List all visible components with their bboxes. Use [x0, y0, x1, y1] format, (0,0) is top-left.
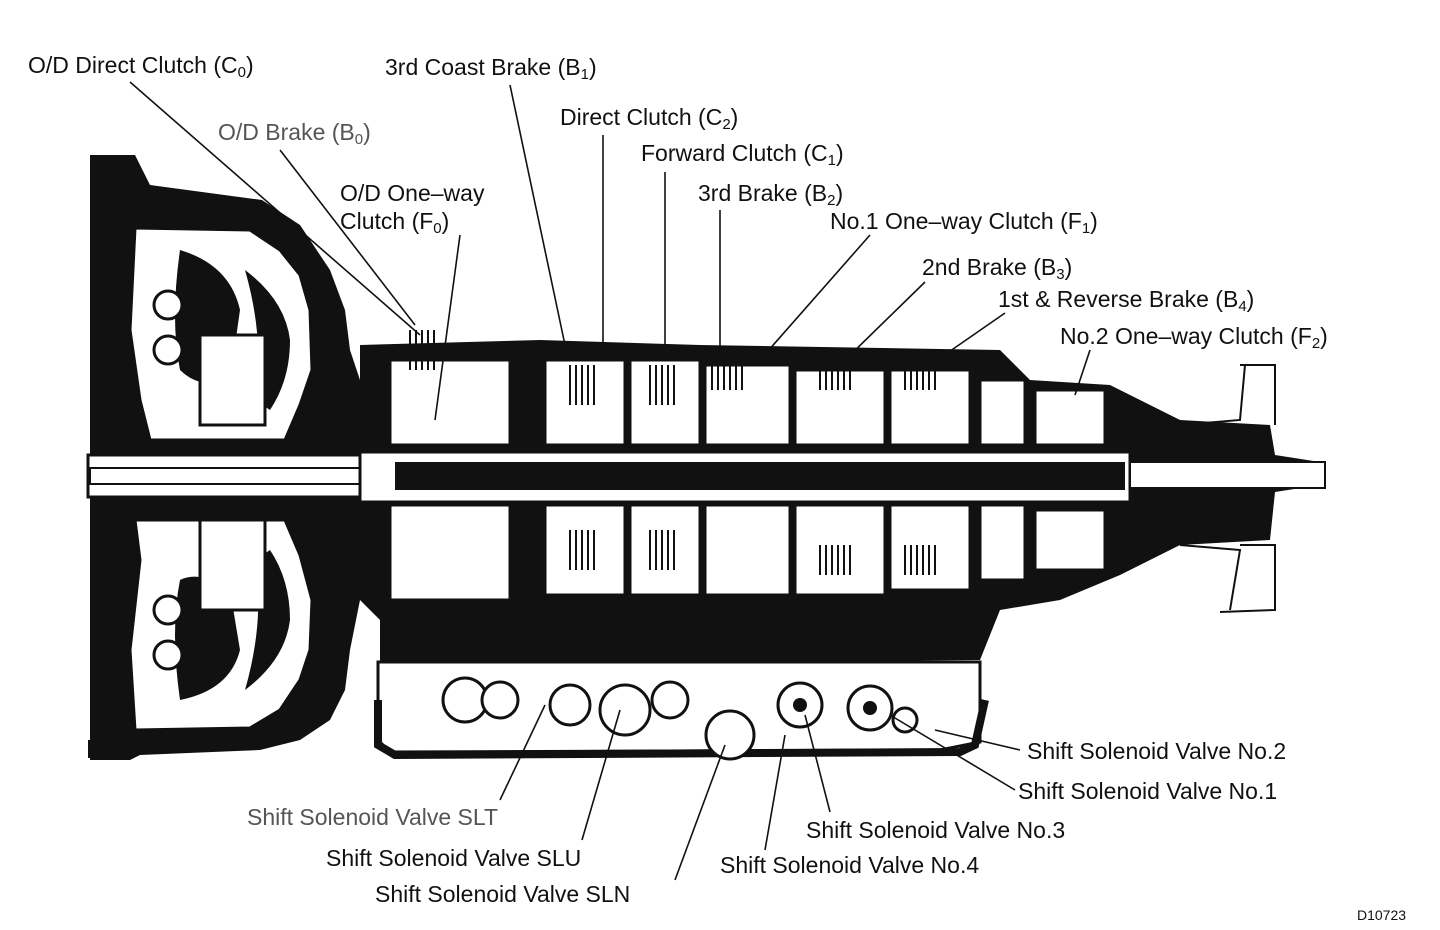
label-no2-one-way-clutch: No.2 One–way Clutch (F2): [1060, 323, 1328, 352]
label-1st-reverse-brake: 1st & Reverse Brake (B4): [998, 286, 1255, 315]
main-shaft: [86, 450, 1326, 504]
label-shift-solenoid-slu: Shift Solenoid Valve SLU: [326, 845, 582, 871]
label-od-brake: O/D Brake (B0): [218, 119, 371, 148]
label-shift-solenoid-no4: Shift Solenoid Valve No.4: [720, 852, 980, 878]
leader-lines: [129, 81, 1091, 881]
label-forward-clutch: Forward Clutch (C1): [641, 140, 844, 169]
label-od-one-way-clutch: Clutch (F0): [340, 208, 450, 237]
label-od-one-way-clutch-line1: O/D One–way: [340, 180, 485, 206]
figure-code: D10723: [1357, 907, 1407, 923]
label-2nd-brake: 2nd Brake (B3): [922, 254, 1073, 283]
label-shift-solenoid-no3: Shift Solenoid Valve No.3: [806, 817, 1066, 843]
label-shift-solenoid-slt: Shift Solenoid Valve SLT: [247, 804, 499, 830]
label-direct-clutch: Direct Clutch (C2): [560, 104, 739, 133]
label-shift-solenoid-no1: Shift Solenoid Valve No.1: [1018, 778, 1278, 804]
valve-body: [374, 660, 989, 761]
label-shift-solenoid-no2: Shift Solenoid Valve No.2: [1027, 738, 1287, 764]
label-3rd-coast-brake: 3rd Coast Brake (B1): [385, 54, 597, 83]
torque-converter-housing: [88, 155, 380, 760]
label-od-direct-clutch: O/D Direct Clutch (C0): [28, 52, 254, 81]
clutch-plates: [409, 330, 936, 575]
internal-components: [388, 358, 1107, 602]
label-no1-one-way-clutch: No.1 One–way Clutch (F1): [830, 208, 1098, 237]
label-shift-solenoid-sln: Shift Solenoid Valve SLN: [375, 881, 631, 907]
label-3rd-brake: 3rd Brake (B2): [698, 180, 844, 209]
